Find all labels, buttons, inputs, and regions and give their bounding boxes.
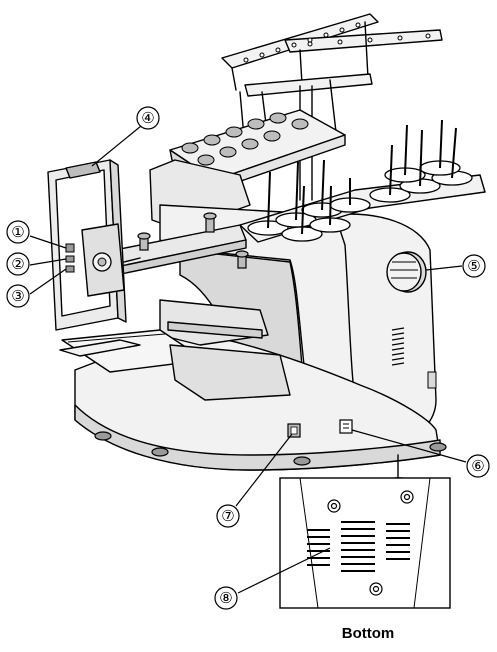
guide-holes: [243, 22, 431, 63]
callout-8: ⑧: [214, 586, 238, 610]
callout-5: ⑤: [462, 254, 486, 278]
frame-holder-arm: [59, 212, 249, 357]
callout-7-label: ⑦: [221, 507, 234, 525]
spool-stand: [239, 119, 486, 243]
callout-8-label: ⑧: [219, 589, 232, 607]
handwheel: [386, 251, 427, 293]
callout-1: ①: [6, 220, 30, 244]
callout-2-label: ②: [11, 255, 24, 273]
callout-6: ⑥: [466, 454, 490, 478]
callout-7: ⑦: [216, 504, 240, 528]
side-vent: [391, 327, 405, 366]
bottom-inset: Bottom: [279, 454, 451, 642]
callout-4: ④: [136, 106, 160, 130]
callout-6-label: ⑥: [471, 457, 484, 475]
power-cord-receptacle: [339, 419, 353, 434]
power-switch: [287, 423, 301, 438]
leader-lines: [29, 125, 467, 594]
callout-2: ②: [6, 252, 30, 276]
callout-1-label: ①: [11, 223, 24, 241]
callout-5-label: ⑤: [467, 257, 480, 275]
callout-3-label: ③: [11, 287, 24, 305]
callout-3: ③: [6, 284, 30, 308]
callout-4-label: ④: [141, 109, 154, 127]
bottom-vent: [307, 521, 410, 572]
inset-caption: Bottom: [342, 625, 395, 642]
operation-panel: [47, 159, 141, 331]
